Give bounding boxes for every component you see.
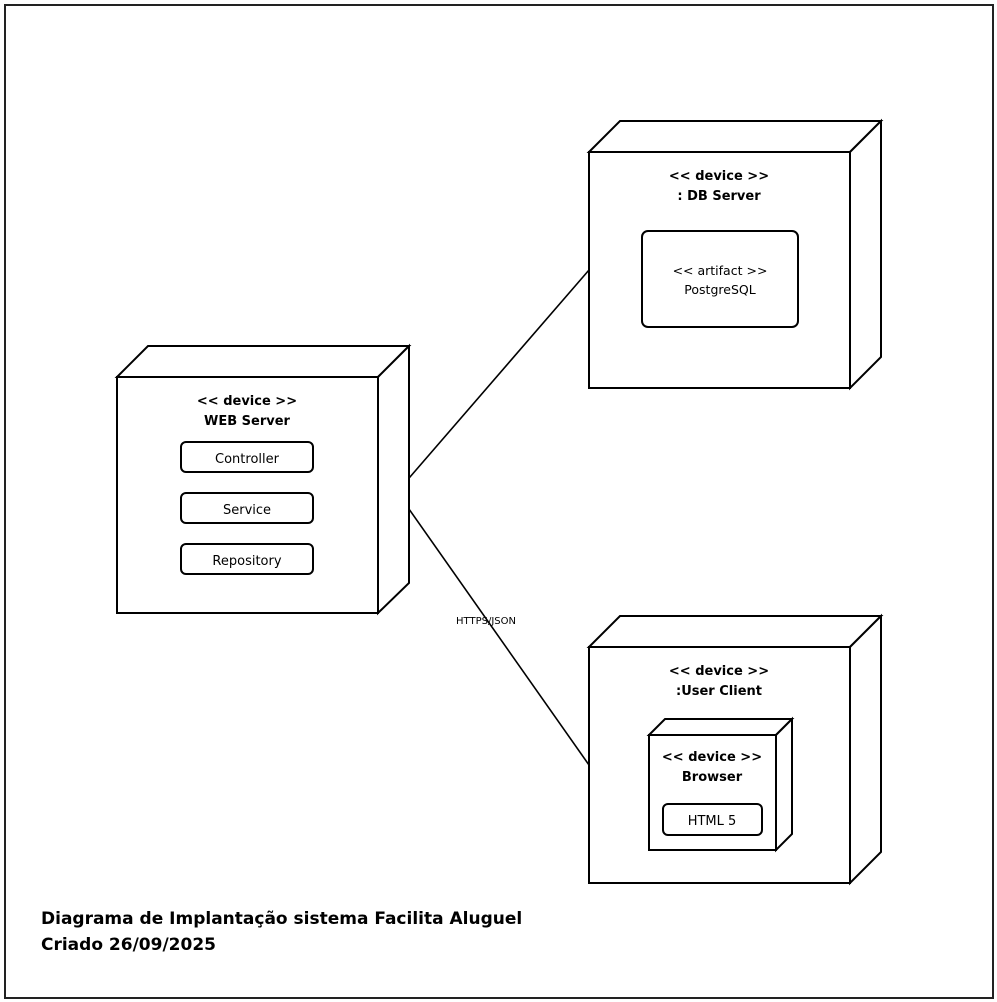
component-repository-label: Repository xyxy=(212,554,281,569)
node-db-server[interactable]: << device >> : DB Server << artifact >> … xyxy=(586,118,884,391)
component-html5[interactable] xyxy=(662,803,763,836)
node-web-server[interactable]: << device >> WEB Server Controller Servi… xyxy=(114,343,412,616)
db-server-name: : DB Server xyxy=(677,189,761,204)
component-repository[interactable] xyxy=(180,543,314,575)
db-server-stereotype: << device >> xyxy=(669,169,769,184)
browser-stereotype: << device >> xyxy=(662,750,762,765)
node-user-client[interactable]: << device >> :User Client << device >> B… xyxy=(586,613,884,886)
connectors: HTTPS/JSON xyxy=(396,269,590,766)
component-service-label: Service xyxy=(223,503,271,518)
connector-label: HTTPS/JSON xyxy=(456,616,516,627)
node-browser[interactable]: << device >> Browser HTML 5 xyxy=(646,716,795,853)
user-client-name: :User Client xyxy=(676,684,762,699)
node-user-client-top xyxy=(586,615,884,648)
connector-web-to-client[interactable] xyxy=(396,491,590,766)
user-client-stereotype: << device >> xyxy=(669,664,769,679)
artifact-stereotype: << artifact >> xyxy=(673,263,768,278)
node-db-server-top xyxy=(586,120,884,153)
component-html5-label: HTML 5 xyxy=(688,814,737,829)
component-controller[interactable] xyxy=(180,441,314,473)
node-browser-side xyxy=(775,716,793,853)
node-db-server-side xyxy=(849,118,882,391)
caption-title: Diagrama de Implantação sistema Facilita… xyxy=(41,909,522,929)
browser-name: Browser xyxy=(682,770,743,785)
artifact-name: PostgreSQL xyxy=(684,282,755,297)
node-web-server-top xyxy=(114,345,412,378)
node-browser-top xyxy=(646,718,795,736)
web-server-stereotype: << device >> xyxy=(197,394,297,409)
artifact-postgresql[interactable] xyxy=(641,230,799,328)
connector-web-to-db[interactable] xyxy=(396,269,590,493)
node-user-client-side xyxy=(849,613,882,886)
node-web-server-side xyxy=(377,343,410,616)
caption-date: Criado 26/09/2025 xyxy=(41,935,216,955)
web-server-name: WEB Server xyxy=(204,414,291,429)
component-service[interactable] xyxy=(180,492,314,524)
component-controller-label: Controller xyxy=(215,452,280,467)
